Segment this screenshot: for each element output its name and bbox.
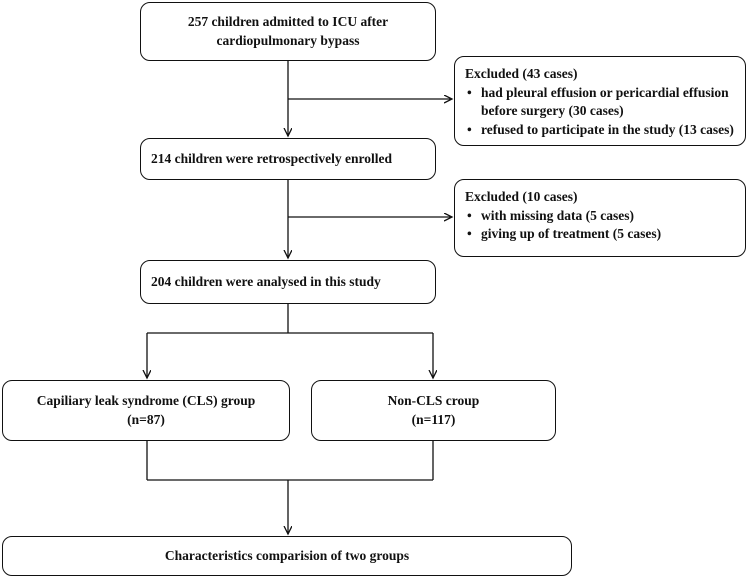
analysed-box: 204 children were analysed in this study (140, 260, 436, 304)
admitted-line2: cardiopulmonary bypass (216, 32, 360, 48)
exclusion-1-title: Excluded (43 cases) (465, 66, 578, 81)
non-cls-group-line2: (n=117) (411, 411, 456, 427)
comparison-text: Characteristics comparision of two group… (164, 547, 410, 563)
exclusion-1-item: refused to participate in the study (13 … (465, 121, 737, 139)
exclusion-2-item: giving up of treatment (5 cases) (465, 225, 737, 243)
exclusion-2-list: with missing data (5 cases) giving up of… (465, 207, 737, 244)
non-cls-group-box: Non-CLS croup (n=117) (311, 380, 556, 441)
non-cls-group-line1: Non-CLS croup (387, 393, 480, 409)
comparison-box: Characteristics comparision of two group… (2, 536, 572, 576)
exclusion-1-list: had pleural effusion or pericardial effu… (465, 84, 737, 139)
exclusion-box-2: Excluded (10 cases) with missing data (5… (454, 179, 746, 257)
exclusion-2-title: Excluded (10 cases) (465, 189, 578, 204)
enrolled-box: 214 children were retrospectively enroll… (140, 138, 436, 180)
cls-group-line2: (n=87) (127, 411, 165, 427)
exclusion-2-item: with missing data (5 cases) (465, 207, 737, 225)
cls-group-box: Capiliary leak syndrome (CLS) group (n=8… (2, 380, 290, 441)
exclusion-1-item: had pleural effusion or pericardial effu… (465, 84, 737, 120)
analysed-text: 204 children were analysed in this study (151, 273, 381, 289)
admitted-line1: 257 children admitted to ICU after (187, 14, 389, 30)
cls-group-line1: Capiliary leak syndrome (CLS) group (36, 393, 256, 409)
enrolled-text: 214 children were retrospectively enroll… (151, 150, 392, 166)
admitted-box: 257 children admitted to ICU after cardi… (140, 2, 436, 61)
exclusion-box-1: Excluded (43 cases) had pleural effusion… (454, 56, 746, 146)
